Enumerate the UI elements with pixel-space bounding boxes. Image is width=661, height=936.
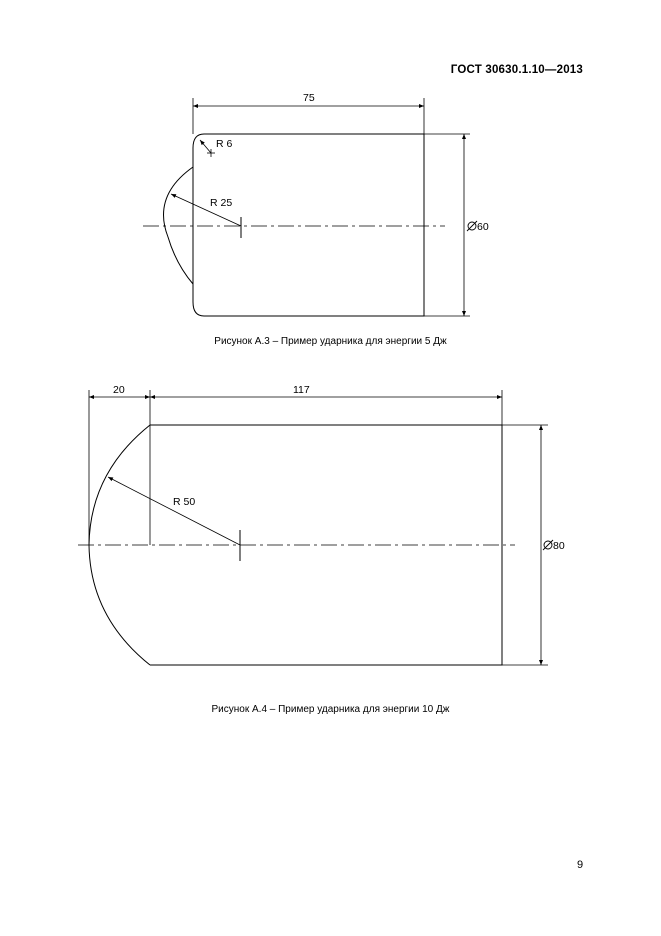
figure-a3-drawing: 75 R 6 R 25 60 [143,92,489,317]
dimension-length [192,98,425,134]
figure-a4-drawing: 20 117 R 50 80 [78,384,565,666]
dimension-offset [88,390,151,545]
dim-diameter-label: 80 [553,540,565,552]
dim-r50-label: R 50 [173,496,195,508]
dimension-length [150,390,503,425]
dimension-r50 [107,476,241,546]
dimension-r6 [199,139,215,157]
dim-offset-label: 20 [113,384,125,396]
figure-a3-caption: Рисунок А.3 – Пример ударника для энерги… [214,336,447,347]
diameter-icon [466,220,478,232]
striker-outline [163,133,425,317]
figure-a4-caption: Рисунок А.4 – Пример ударника для энерги… [211,704,450,715]
diameter-icon [542,539,554,551]
dimension-diameter [502,424,548,666]
dim-r6-label: R 6 [216,138,233,150]
dimension-r25 [170,193,242,227]
dim-diameter-label: 60 [477,221,489,233]
page-number: 9 [577,859,584,871]
dim-r25-label: R 25 [210,197,232,209]
dim-length-label: 75 [303,92,315,104]
document-code: ГОСТ 30630.1.10—2013 [450,64,583,76]
dim-length-label: 117 [293,384,310,396]
dimension-diameter [424,133,470,317]
